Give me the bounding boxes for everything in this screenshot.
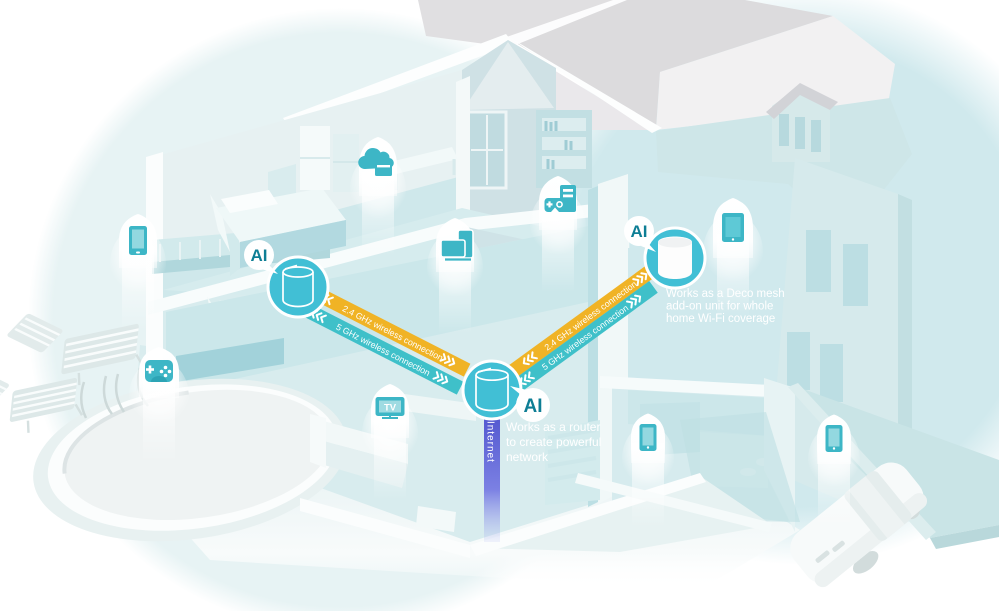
svg-text:to create powerful: to create powerful [506,435,601,449]
svg-text:AI: AI [524,396,543,417]
svg-text:Works as a router: Works as a router [506,420,600,434]
svg-text:network: network [506,450,549,464]
svg-text:TV: TV [384,403,397,414]
svg-text:Internet: Internet [485,421,496,463]
svg-text:AI: AI [251,246,268,265]
svg-text:AI: AI [631,222,648,241]
